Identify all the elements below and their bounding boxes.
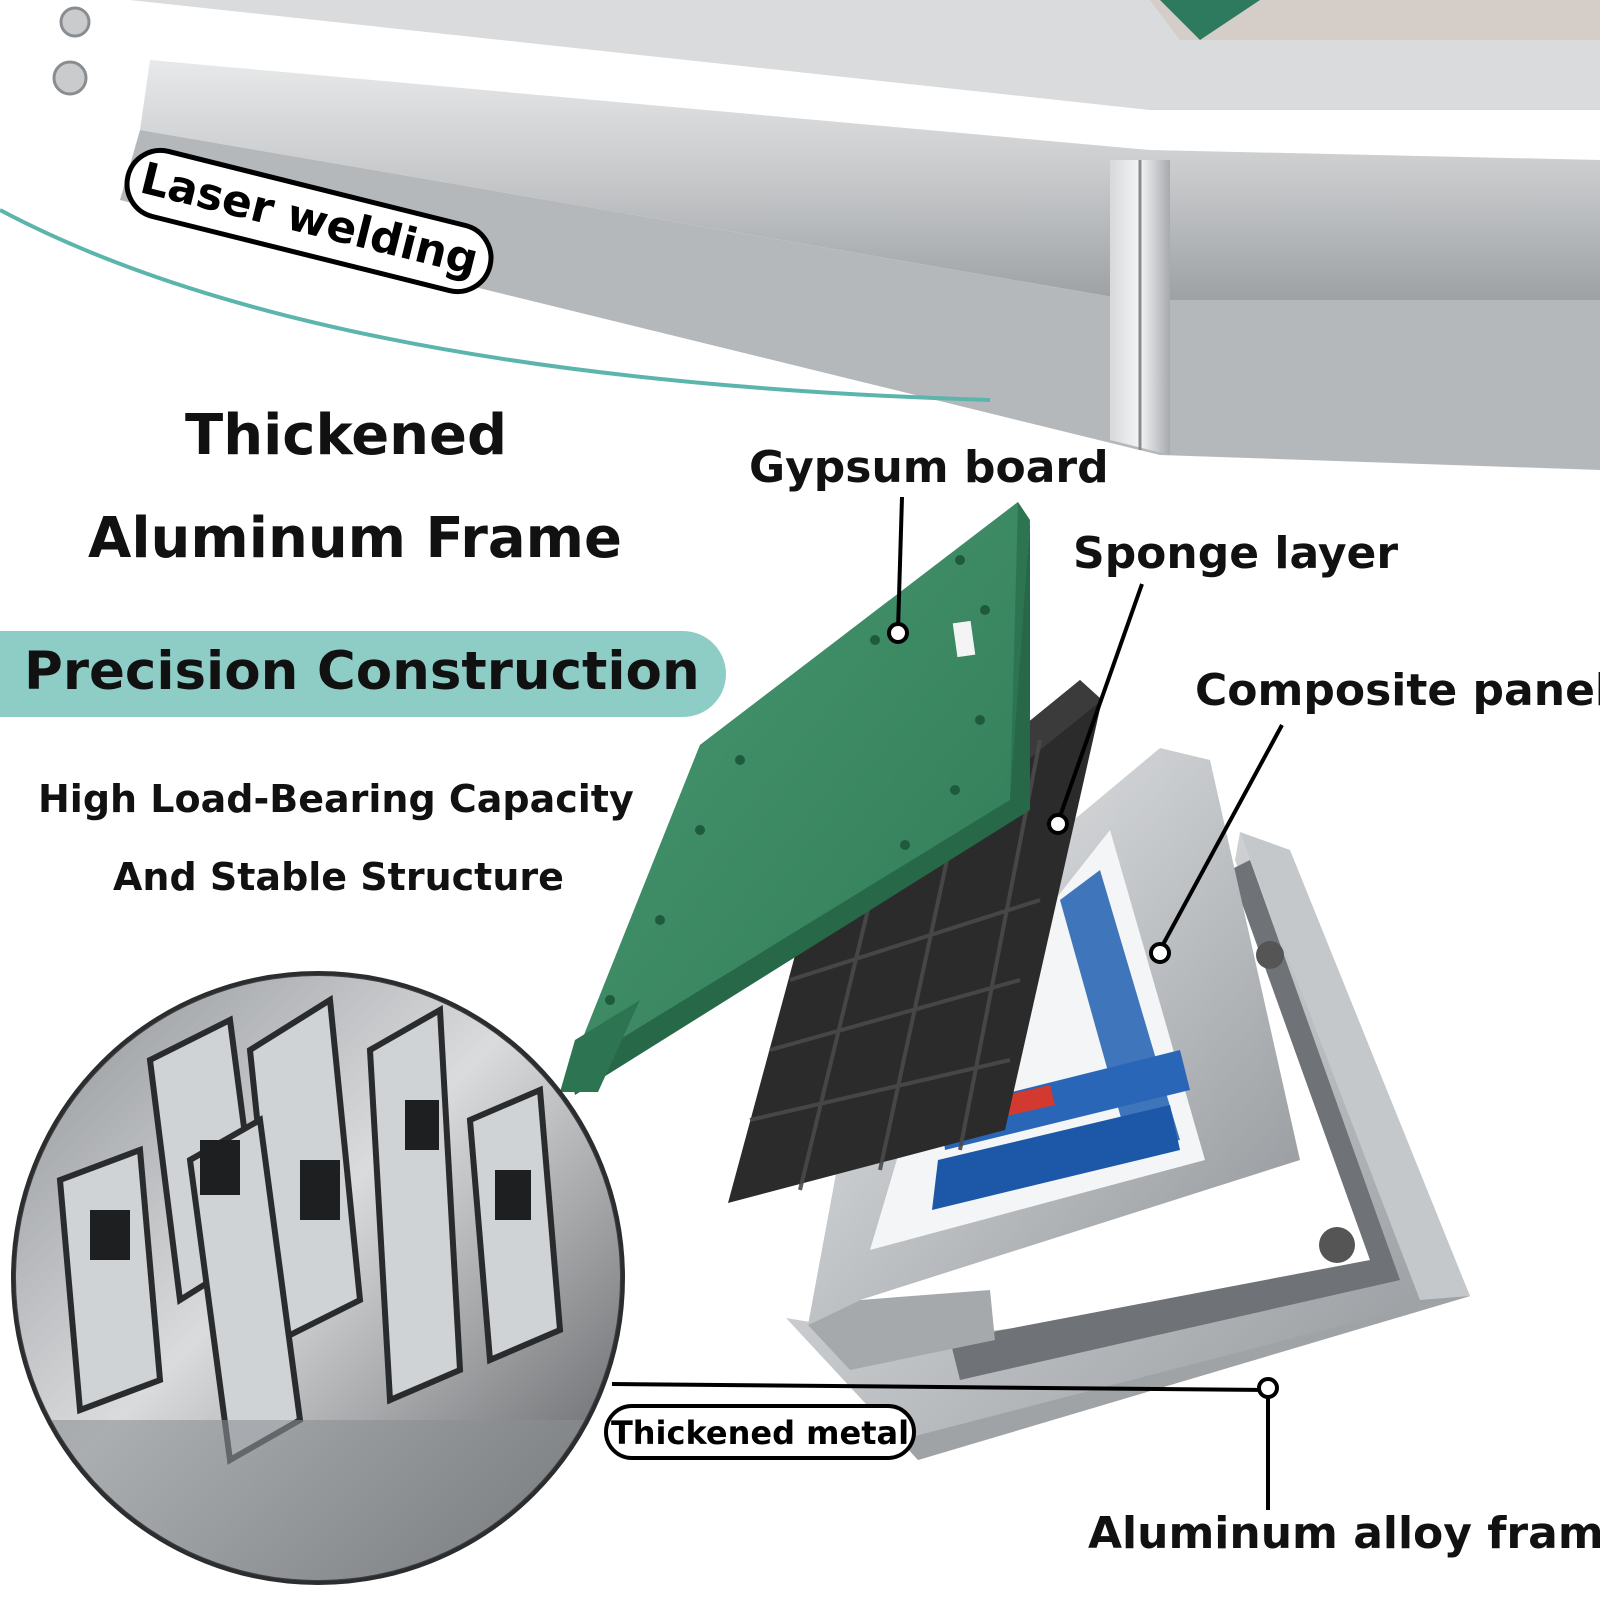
welded-frame-corner (52, 0, 1600, 470)
composite-panel-shape (808, 748, 1300, 1370)
board-edge (560, 1000, 640, 1092)
sponge-marker (1047, 813, 1069, 835)
frame-marker (1257, 1377, 1279, 1399)
sponge-layer-label: Sponge layer (1073, 528, 1399, 579)
headline-line-2: Aluminum Frame (88, 506, 622, 571)
thickened-metal-label: Thickened metal (610, 1414, 910, 1452)
aluminum-alloy-frame-label: Aluminum alloy frame (1088, 1508, 1600, 1559)
aluminum-alloy-frame (786, 832, 1470, 1460)
precision-banner (0, 631, 726, 717)
subtitle-line-1: High Load-Bearing Capacity (38, 777, 634, 821)
subtitle-line-2: And Stable Structure (113, 855, 564, 899)
thickened-metal-callout: Thickened metal (604, 1404, 916, 1460)
gypsum-board-shape (560, 502, 1030, 1095)
gypsum-marker (887, 622, 909, 644)
aluminum-profiles-photo (11, 971, 625, 1585)
accent-arc (0, 208, 991, 402)
leader-lines (611, 496, 1284, 1510)
headline-line-1: Thickened (185, 403, 508, 468)
gypsum-board-label: Gypsum board (749, 442, 1109, 493)
composite-panel-label: Composite panel (1195, 665, 1600, 716)
composite-marker (1149, 942, 1171, 964)
banner-text: Precision Construction (24, 641, 700, 702)
